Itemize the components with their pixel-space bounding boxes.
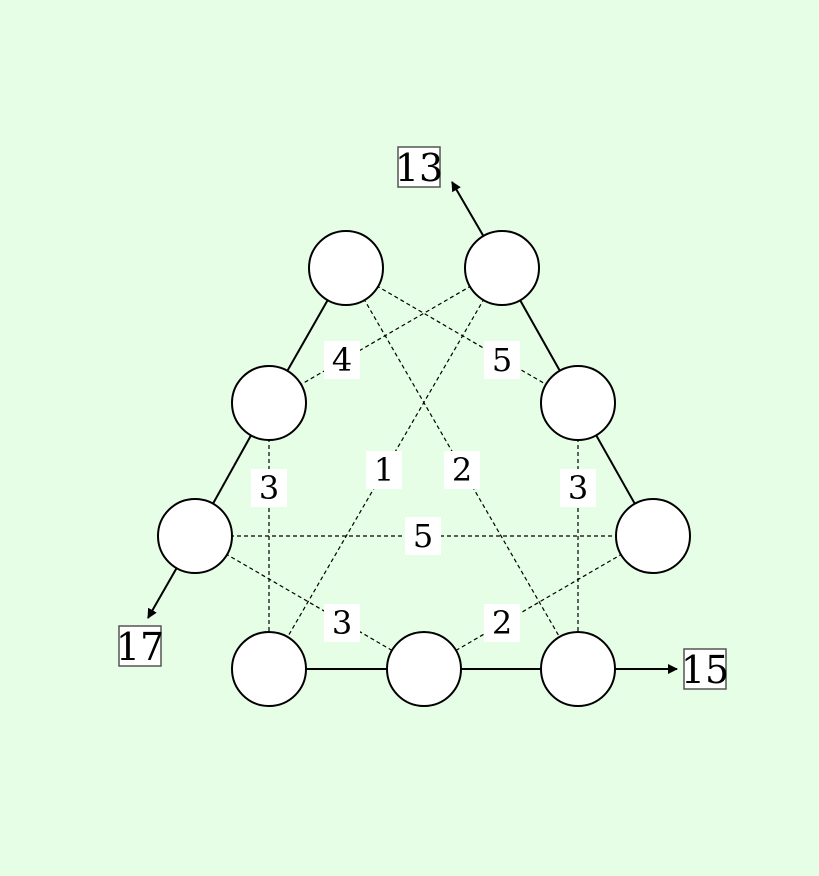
weight-label-bg <box>251 469 287 507</box>
weight-label-bg <box>324 341 360 379</box>
node-circle-E[interactable] <box>157 498 233 574</box>
dashed-edge-E-H <box>194 535 425 670</box>
output-arrow <box>147 567 178 619</box>
edge-weight-label: 2 <box>492 604 512 642</box>
output-value: 17 <box>116 625 164 669</box>
weight-label-bg <box>484 341 520 379</box>
dashed-edge-A-D <box>345 267 579 404</box>
node-circle-C[interactable] <box>231 365 307 441</box>
output-arrow <box>451 181 485 237</box>
node-circle-D[interactable] <box>540 365 616 441</box>
weight-label-bg <box>324 604 360 642</box>
edge-weight-label: 2 <box>452 451 472 489</box>
edge-weight-label: 3 <box>332 604 352 642</box>
weight-label-bg <box>484 604 520 642</box>
node-circle-I[interactable] <box>540 631 616 707</box>
node-circle-H[interactable] <box>386 631 462 707</box>
node-circle-B[interactable] <box>464 230 540 306</box>
edge-weight-label: 5 <box>492 341 512 379</box>
weight-label-bg <box>560 469 596 507</box>
edge-weight-label: 3 <box>568 469 588 507</box>
output-value: 15 <box>681 648 729 692</box>
output-value: 13 <box>395 146 443 190</box>
node-circle-F[interactable] <box>615 498 691 574</box>
output-box <box>118 625 162 667</box>
node-circle-G[interactable] <box>231 631 307 707</box>
dashed-edge-F-H <box>423 535 654 670</box>
weight-label-bg <box>405 517 441 555</box>
edge-weight-label: 1 <box>374 451 394 489</box>
output-box <box>397 146 441 188</box>
node-circle-A[interactable] <box>308 230 384 306</box>
output-box <box>683 648 727 690</box>
edge-weight-label: 4 <box>332 341 352 379</box>
edge-weight-label: 3 <box>259 469 279 507</box>
weight-label-bg <box>444 451 480 489</box>
edge-weight-label: 5 <box>413 517 433 555</box>
weight-label-bg <box>366 451 402 489</box>
